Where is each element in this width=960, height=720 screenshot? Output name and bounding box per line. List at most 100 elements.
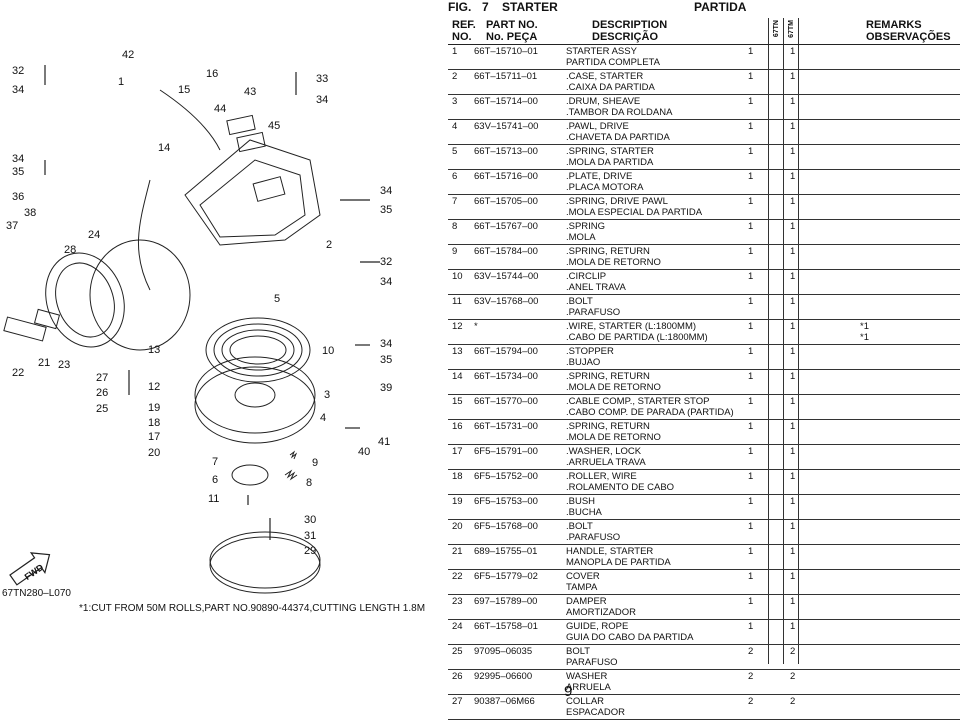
qty-67tm: 1 (790, 146, 796, 157)
column-divider (768, 18, 769, 664)
description-pt: .CABO COMP. DE PARADA (PARTIDA) (566, 407, 734, 418)
exploded-parts-diagram: 32 34 1 42 16 15 43 33 34 44 45 14 34 35… (0, 0, 440, 625)
figure-label: FIG. (448, 0, 472, 14)
part-number: 66T–15710–01 (474, 46, 538, 57)
qty-67tn: 1 (748, 446, 754, 457)
figure-title: STARTER (502, 0, 558, 14)
description-en: .SPRING, DRIVE PAWL (566, 196, 668, 207)
part-number: 66T–15705–00 (474, 196, 538, 207)
table-header: REF. NO. PART NO. No. PEÇA DESCRIPTION D… (448, 18, 960, 45)
description-en: WASHER (566, 671, 608, 682)
qty-67tm: 1 (790, 546, 796, 557)
qty-67tn: 1 (748, 46, 754, 57)
part-number: 90387–06M66 (474, 696, 535, 707)
callout: 9 (312, 457, 319, 469)
callout: 3 (324, 389, 331, 401)
description-en: HANDLE, STARTER (566, 546, 654, 557)
description-pt: PARTIDA COMPLETA (566, 57, 660, 68)
description-en: .STOPPER (566, 346, 614, 357)
callout: 18 (148, 417, 161, 429)
qty-67tn: 1 (748, 196, 754, 207)
description-en: GUIDE, ROPE (566, 621, 629, 632)
callout: 5 (274, 293, 281, 305)
ref-no: 10 (452, 271, 463, 282)
qty-67tn: 1 (748, 496, 754, 507)
description-pt: .ARRUELA TRAVA (566, 457, 646, 468)
column-divider (783, 18, 784, 664)
callout: 31 (304, 530, 317, 542)
part-number: 66T–15794–00 (474, 346, 538, 357)
qty-67tm: 1 (790, 346, 796, 357)
qty-67tn: 1 (748, 521, 754, 532)
callout: 16 (206, 68, 219, 80)
description-cell: .SPRING, RETURN.MOLA DE RETORNO (566, 370, 960, 394)
description-cell: .SPRING, RETURN.MOLA DE RETORNO (566, 245, 960, 269)
description-en: .BOLT (566, 521, 593, 532)
ref-no: 23 (452, 596, 463, 607)
description-en: .SPRING, STARTER (566, 146, 654, 157)
description-en: .BUSH (566, 496, 596, 507)
ref-no: 22 (452, 571, 463, 582)
description-cell: .PAWL, DRIVE.CHAVETA DA PARTIDA (566, 120, 960, 144)
ref-no: 6 (452, 171, 458, 182)
parts-table: REF. NO. PART NO. No. PEÇA DESCRIPTION D… (448, 18, 960, 720)
description-pt: .MOLA (566, 232, 596, 243)
callout: 40 (358, 446, 371, 458)
qty-67tn: 2 (748, 696, 754, 707)
description-pt: .MOLA DE RETORNO (566, 257, 661, 268)
qty-67tn: 1 (748, 471, 754, 482)
part-number: 66T–15784–00 (474, 246, 538, 257)
description-en: COVER (566, 571, 600, 582)
callout: 38 (24, 207, 37, 219)
ref-no: 17 (452, 446, 463, 457)
part-number: 66T–15767–00 (474, 221, 538, 232)
qty-67tm: 1 (790, 221, 796, 232)
description-en: .SPRING (566, 221, 606, 232)
description-pt: PARAFUSO (566, 657, 618, 668)
description-pt: .CABO DE PARTIDA (L:1800MM) (566, 332, 708, 343)
part-number: 66T–15713–00 (474, 146, 538, 157)
diagram-drawing (3, 65, 380, 594)
callout: 33 (316, 73, 329, 85)
ref-no: 8 (452, 221, 458, 232)
description-en: .SPRING, RETURN (566, 246, 650, 257)
callout: 19 (148, 402, 161, 414)
ref-no: 13 (452, 346, 463, 357)
part-number: 6F5–15779–02 (474, 571, 538, 582)
part-number: 63V–15768–00 (474, 296, 539, 307)
ref-no: 2 (452, 71, 458, 82)
part-number: 689–15755–01 (474, 546, 538, 557)
callout: 44 (214, 103, 227, 115)
description-pt: ARRUELA (566, 682, 611, 693)
ref-no: 25 (452, 646, 463, 657)
callout: 11 (208, 493, 220, 505)
part-number: 6F5–15791–00 (474, 446, 538, 457)
description-pt: .ANEL TRAVA (566, 282, 626, 293)
qty-67tn: 1 (748, 246, 754, 257)
qty-67tm: 1 (790, 421, 796, 432)
figure-title-pt: PARTIDA (694, 0, 747, 14)
qty-67tn: 1 (748, 221, 754, 232)
qty-67tn: 1 (748, 296, 754, 307)
description-pt: .MOLA DA PARTIDA (566, 157, 654, 168)
callout: 41 (378, 436, 391, 448)
callout: 15 (178, 84, 191, 96)
description-pt: .CHAVETA DA PARTIDA (566, 132, 670, 143)
qty-67tn: 1 (748, 571, 754, 582)
remarks-cell: *1*1 (860, 321, 869, 343)
callout: 8 (306, 477, 313, 489)
callout: 4 (320, 412, 327, 424)
